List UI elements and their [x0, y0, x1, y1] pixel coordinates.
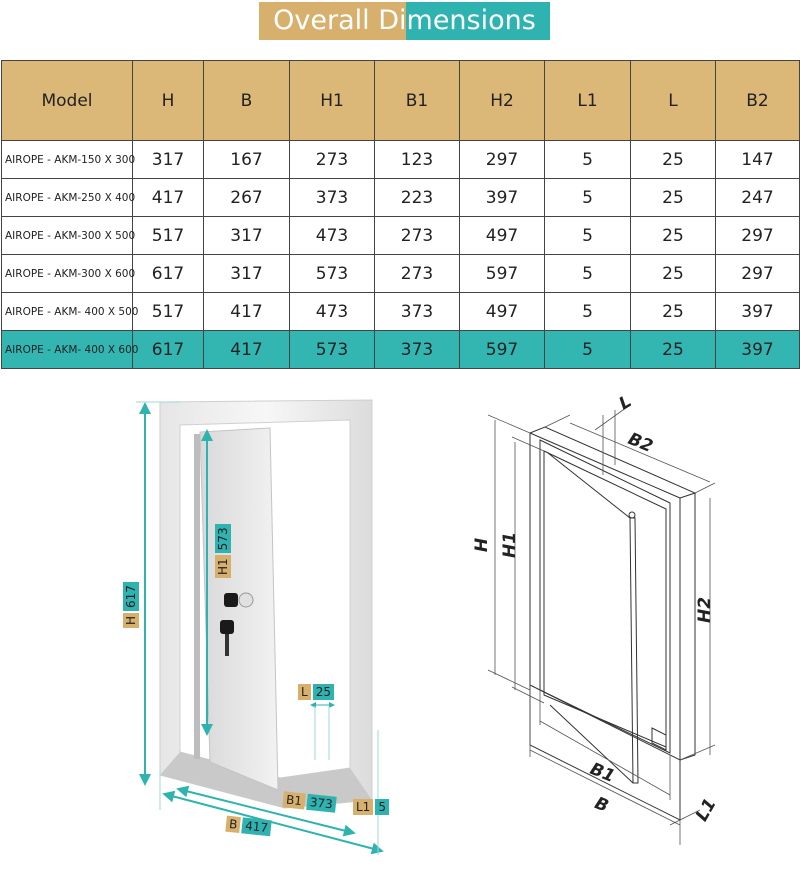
cell-model: AIROPE - AKM- 400 X 600	[1, 330, 138, 369]
header-l: L	[630, 60, 716, 141]
cell-l1: 5	[544, 254, 631, 293]
cell-h: 417	[132, 178, 204, 217]
technical-drawing: L B2 H H1 H2 B1 B L1	[470, 385, 750, 875]
access-panel-line-drawing	[487, 404, 716, 845]
cell-l: 25	[630, 178, 716, 217]
label-h: H	[472, 537, 493, 553]
cell-model: AIROPE - AKM-150 X 300	[1, 140, 135, 179]
cell-h2: 497	[459, 216, 545, 255]
header-b2: B2	[715, 60, 800, 141]
label-h1: H1	[500, 531, 521, 559]
label-l-25: L 25	[298, 684, 334, 700]
table-row-highlighted: AIROPE - AKM- 400 X 600 617 417 573 373 …	[1, 330, 800, 369]
cell-l: 25	[630, 254, 716, 293]
cell-b: 267	[203, 178, 290, 217]
cell-h1: 473	[289, 216, 375, 255]
product-photo-figure: H 617 H1 573 L 25 B1 373 L1 5 B 417	[110, 390, 400, 870]
page-title: Overall Dimensions	[273, 5, 536, 36]
cell-b: 317	[203, 216, 290, 255]
cell-h1: 573	[289, 330, 375, 369]
cell-h: 517	[132, 292, 204, 331]
table-row: AIROPE - AKM-300 X 500 517 317 473 273 4…	[1, 216, 800, 255]
label-h-617: H 617	[123, 582, 139, 628]
cell-b1: 373	[374, 330, 460, 369]
header-b1: B1	[374, 60, 460, 141]
table-row: AIROPE - AKM-300 X 600 617 317 573 273 5…	[1, 254, 800, 293]
header-l1: L1	[544, 60, 631, 141]
cell-h: 517	[132, 216, 204, 255]
access-panel-illustration	[136, 399, 384, 855]
cell-h1: 373	[289, 178, 375, 217]
title-banner: Overall Dimensions	[259, 2, 550, 40]
label-h1-573: H1 573	[215, 524, 231, 578]
table-header-row: Model H B H1 B1 H2 L1 L B2	[1, 60, 800, 141]
table-row: AIROPE - AKM- 400 X 500 517 417 473 373 …	[1, 292, 800, 331]
cell-b1: 373	[374, 292, 460, 331]
cell-b1: 273	[374, 216, 460, 255]
cell-b2: 247	[715, 178, 800, 217]
cell-l1: 5	[544, 330, 631, 369]
cell-b: 317	[203, 254, 290, 293]
cell-l1: 5	[544, 216, 631, 255]
cell-b: 417	[203, 330, 290, 369]
cell-l: 25	[630, 140, 716, 179]
cell-h2: 597	[459, 254, 545, 293]
table-row: AIROPE - AKM-250 X 400 417 267 373 223 3…	[1, 178, 800, 217]
cell-b2: 297	[715, 216, 800, 255]
cell-l: 25	[630, 216, 716, 255]
cell-h2: 397	[459, 178, 545, 217]
cell-l: 25	[630, 292, 716, 331]
cell-b2: 397	[715, 292, 800, 331]
cell-h1: 473	[289, 292, 375, 331]
cell-b: 167	[203, 140, 290, 179]
cell-b: 417	[203, 292, 290, 331]
dimensions-table: Model H B H1 B1 H2 L1 L B2 AIROPE - AKM-…	[1, 60, 800, 369]
cell-h: 617	[132, 330, 204, 369]
cell-h2: 597	[459, 330, 545, 369]
cell-l1: 5	[544, 178, 631, 217]
cell-h: 317	[132, 140, 204, 179]
cell-h1: 573	[289, 254, 375, 293]
label-l1-5: L1 5	[353, 799, 389, 815]
cell-model: AIROPE - AKM- 400 X 500	[1, 292, 138, 331]
cell-h: 617	[132, 254, 204, 293]
cell-h2: 297	[459, 140, 545, 179]
header-h1: H1	[289, 60, 375, 141]
header-h2: H2	[459, 60, 545, 141]
cell-b2: 147	[715, 140, 800, 179]
title-teal-block	[406, 2, 550, 40]
cell-b1: 273	[374, 254, 460, 293]
header-h: H	[132, 60, 204, 141]
cell-b2: 397	[715, 330, 800, 369]
cell-model: AIROPE - AKM-300 X 600	[1, 254, 135, 293]
cell-h1: 273	[289, 140, 375, 179]
cell-l: 25	[630, 330, 716, 369]
label-h2: H2	[695, 596, 716, 624]
cell-l1: 5	[544, 292, 631, 331]
cell-l1: 5	[544, 140, 631, 179]
title-gold-block	[259, 2, 406, 40]
cell-model: AIROPE - AKM-300 X 500	[1, 216, 135, 255]
cell-b1: 123	[374, 140, 460, 179]
cell-h2: 497	[459, 292, 545, 331]
cell-b2: 297	[715, 254, 800, 293]
header-model: Model	[1, 60, 133, 141]
table-row: AIROPE - AKM-150 X 300 317 167 273 123 2…	[1, 140, 800, 179]
header-b: B	[203, 60, 290, 141]
cell-b1: 223	[374, 178, 460, 217]
cell-model: AIROPE - AKM-250 X 400	[1, 178, 135, 217]
